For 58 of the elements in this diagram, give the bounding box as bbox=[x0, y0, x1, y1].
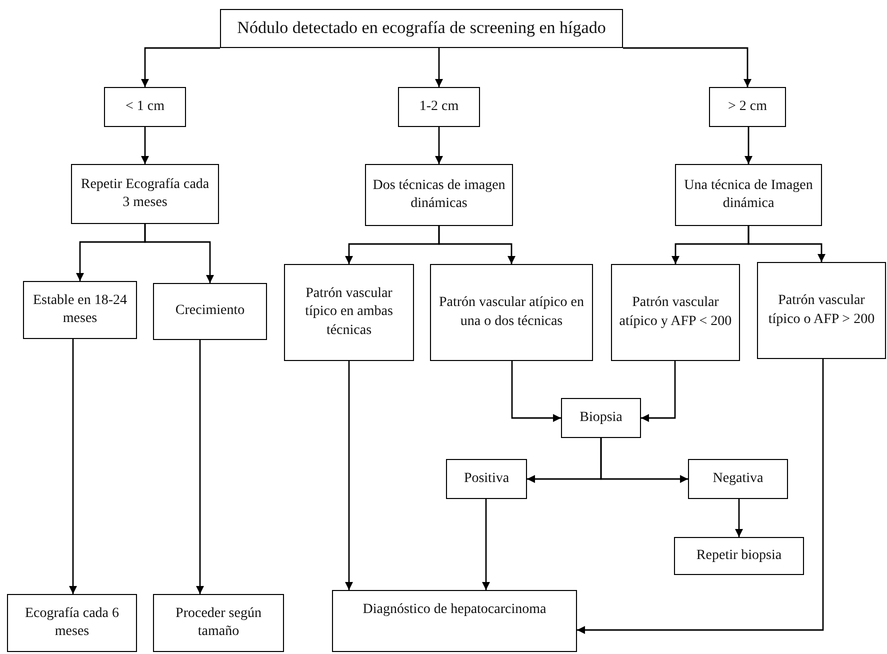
box-text: > 2 cm bbox=[728, 98, 767, 116]
process-box bbox=[709, 87, 786, 127]
process-box bbox=[674, 537, 804, 575]
box-text: Negativa bbox=[712, 470, 764, 488]
arrow bbox=[438, 226, 516, 264]
box-text: Crecimiento bbox=[175, 302, 245, 320]
box-text: Patrón vascular atípico en una o dos técnicas bbox=[438, 294, 585, 330]
arrow bbox=[435, 127, 443, 164]
box-text: Patrón vascular típico en ambas técnicas bbox=[304, 285, 394, 340]
process-box bbox=[398, 87, 480, 127]
box-text: Positiva bbox=[464, 470, 510, 488]
arrow bbox=[641, 361, 676, 422]
box-text: Proceder según tamaño bbox=[174, 604, 262, 641]
process-box bbox=[153, 283, 267, 340]
arrow bbox=[69, 339, 77, 594]
arrow bbox=[435, 47, 443, 87]
arrow bbox=[735, 499, 743, 537]
process-box bbox=[23, 281, 137, 339]
box-text: Dos técnicas de imagen dinámicas bbox=[372, 176, 506, 213]
box-text: Repetir Ecografía cada 3 meses bbox=[80, 176, 210, 212]
box-text: Una técnica de Imagen dinámica bbox=[683, 176, 814, 213]
box-text: Estable en 18-24 meses bbox=[32, 292, 128, 328]
process-box bbox=[757, 262, 886, 359]
process-box bbox=[611, 264, 740, 361]
process-box bbox=[104, 87, 186, 127]
arrow bbox=[623, 47, 752, 87]
arrow bbox=[345, 361, 353, 590]
arrow bbox=[141, 47, 220, 87]
arrow bbox=[196, 340, 204, 594]
arrow bbox=[482, 499, 490, 590]
process-box bbox=[688, 459, 788, 499]
box-text: Biopsia bbox=[580, 408, 622, 427]
process-box bbox=[220, 9, 623, 48]
box-text: < 1 cm bbox=[126, 98, 164, 116]
process-box bbox=[284, 264, 414, 361]
box-text: Patrón vascular típico o AFP > 200 bbox=[767, 292, 876, 328]
arrow bbox=[144, 224, 214, 283]
box-text: Repetir biopsia bbox=[696, 546, 782, 565]
arrow bbox=[600, 438, 688, 483]
box-text: Patrón vascular atípico y AFP < 200 bbox=[618, 294, 733, 330]
process-box bbox=[153, 594, 284, 652]
box-text: Nódulo detectado en ecografía de screening en hígado bbox=[237, 17, 606, 40]
process-box bbox=[365, 164, 513, 226]
arrow bbox=[511, 361, 561, 422]
process-box bbox=[675, 164, 822, 226]
process-box bbox=[430, 264, 593, 361]
arrow bbox=[141, 127, 149, 164]
arrow bbox=[748, 226, 826, 262]
box-text: 1-2 cm bbox=[419, 98, 459, 116]
process-box bbox=[7, 594, 137, 652]
arrow bbox=[744, 127, 752, 164]
process-box bbox=[561, 398, 641, 438]
arrow bbox=[577, 359, 824, 634]
box-text: Ecografía cada 6 meses bbox=[24, 604, 120, 641]
process-box bbox=[446, 459, 527, 499]
box-text: Diagnóstico de hepatocarcinoma bbox=[362, 601, 546, 619]
process-box bbox=[71, 164, 219, 224]
process-box bbox=[332, 590, 577, 652]
